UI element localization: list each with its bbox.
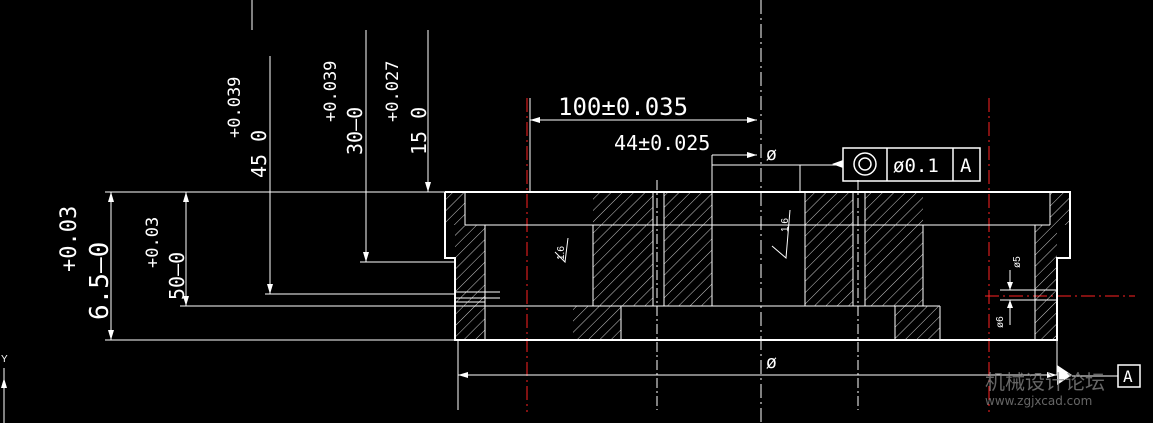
dim-hole-d5: ø5 <box>1012 256 1023 268</box>
dim-30-main: 30–0 <box>343 107 367 155</box>
gdt-frame: ø0.1 A <box>832 147 981 182</box>
gdt-tolerance: ø0.1 <box>893 155 939 177</box>
dim-45-tol: +0.039 <box>225 77 245 138</box>
roughness-symbol-left: 1.6 <box>554 237 569 264</box>
dim-50-tol: +0.03 <box>143 217 163 268</box>
dim-100: 100±0.035 <box>558 93 688 121</box>
horizontal-dimension-texts: 100±0.035 44±0.025 ø ø <box>558 93 777 373</box>
concentricity-icon <box>853 152 877 176</box>
dim-65-main: 6.5–0 <box>85 242 115 320</box>
dim-hole-d6: ø6 <box>995 316 1006 328</box>
roughness-symbol-center: 1.6 <box>771 209 791 260</box>
dim-45-main: 45 0 <box>247 130 271 178</box>
datum-a-marker: A <box>1072 364 1141 388</box>
dim-15-main: 15 0 <box>407 107 431 155</box>
part-outline <box>444 191 1071 341</box>
dim-diameter-top: ø <box>766 144 777 165</box>
svg-text:1.6: 1.6 <box>556 246 567 260</box>
svg-text:A: A <box>1123 367 1133 386</box>
watermark-title: 机械设计论坛 <box>985 370 1105 394</box>
watermark-url: www.zgjxcad.com <box>985 394 1093 408</box>
dimension-lines <box>105 30 1058 410</box>
dim-50-main: 50–0 <box>165 252 189 300</box>
dim-diameter-bottom: ø <box>766 352 777 373</box>
dim-15-tol: +0.027 <box>383 61 403 122</box>
svg-text:1.6: 1.6 <box>780 218 791 232</box>
arrowheads <box>108 117 1072 385</box>
hatch-regions <box>445 192 1070 340</box>
dim-30-tol: +0.039 <box>321 61 341 122</box>
ucs-icon: Y <box>1 354 8 423</box>
dim-44: 44±0.025 <box>614 131 710 155</box>
gdt-datum: A <box>960 155 972 177</box>
watermark: 机械设计论坛 www.zgjxcad.com <box>985 370 1145 420</box>
vertical-dimension-texts: +0.03 6.5–0 +0.03 50–0 +0.039 45 0 +0.03… <box>57 61 1023 328</box>
svg-text:Y: Y <box>1 354 8 365</box>
centerlines <box>251 0 1135 423</box>
dim-65-tol: +0.03 <box>57 206 82 272</box>
